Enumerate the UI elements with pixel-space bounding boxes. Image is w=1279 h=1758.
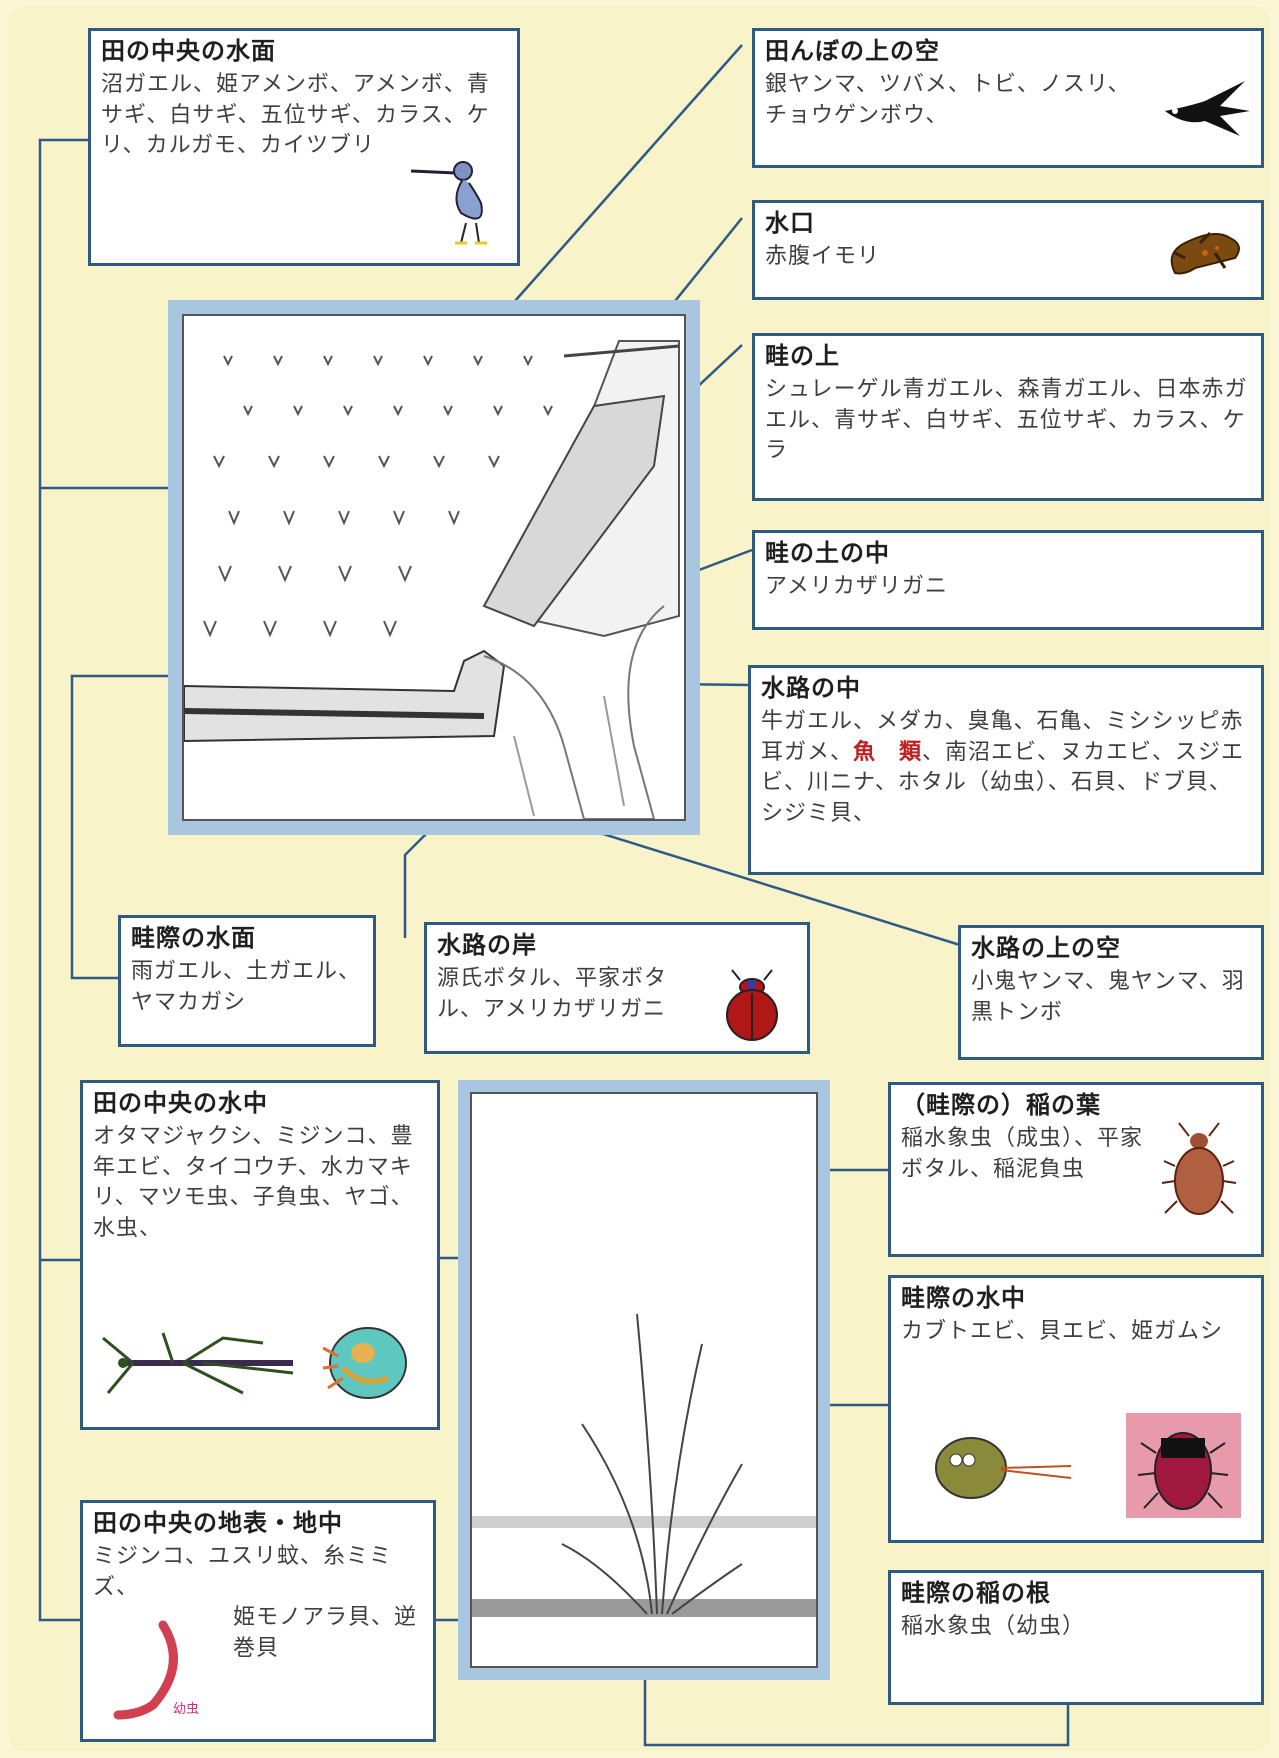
habitat-box-ridge-top: 畦の上 シュレーゲル青ガエル、森青ガエル、日本赤ガエル、青サギ、白サギ、五位サギ… — [752, 333, 1264, 501]
habitat-species: シュレーゲル青ガエル、森青ガエル、日本赤ガエル、青サギ、白サギ、五位サギ、カラス… — [765, 376, 1248, 464]
habitat-box-inlet: 水口 赤腹イモリ — [752, 200, 1264, 300]
habitat-species: オタマジャクシ、ミジンコ、豊年エビ、タイコウチ、水カマキリ、マツモ虫、子負虫、ヤ… — [93, 1123, 414, 1242]
habitat-box-center-water: 田の中央の水中 オタマジャクシ、ミジンコ、豊年エビ、タイコウチ、水カマキリ、マツ… — [80, 1080, 440, 1430]
habitat-title: 畦際の水中 — [901, 1284, 1026, 1312]
habitat-title: 水路の中 — [761, 674, 861, 702]
habitat-title: 田んぼの上の空 — [765, 37, 940, 65]
paddy-field-illustration — [168, 300, 700, 835]
larva-label: 幼虫 — [173, 1702, 200, 1717]
habitat-species: 源氏ボタル、平家ボタル、アメリカザリガニ — [437, 965, 668, 1022]
habitat-species: 小鬼ヤンマ、鬼ヤンマ、羽黒トンボ — [971, 968, 1245, 1025]
habitat-title: 畦際の稲の根 — [901, 1579, 1051, 1607]
habitat-species: 稲水象虫（成虫）、平家ボタル、稲泥負虫 — [901, 1125, 1144, 1182]
habitat-title: （畦際の）稲の葉 — [901, 1091, 1101, 1119]
habitat-title: 畦の上 — [765, 342, 840, 370]
paddy-cross-section-illustration — [458, 1080, 830, 1680]
habitat-title: 畦の土の中 — [765, 539, 890, 567]
worm-icon — [113, 1620, 178, 1720]
habitat-box-rice-root: 畦際の稲の根 稲水象虫（幼虫） — [888, 1570, 1264, 1705]
ladybug-icon — [726, 969, 778, 1041]
species-text: 牛ガエル、メダカ、臭亀、石亀、ミシシッピ赤耳ガメ、 — [761, 708, 1244, 765]
water-stick-insect-icon — [102, 1332, 294, 1395]
newt-icon — [1170, 231, 1240, 275]
habitat-title: 水路の上の空 — [971, 934, 1121, 962]
habitat-species: アメリカザリガニ — [765, 573, 948, 599]
species-text: 、南沼エビ、ヌカエビ、スジエビ、川ニナ、ホタル（幼虫）、石貝、ドブ貝、シジミ貝、 — [761, 739, 1245, 827]
habitat-title: 水口 — [765, 209, 815, 237]
habitat-species: 銀ヤンマ、ツバメ、トビ、ノスリ、チョウゲンボウ、 — [765, 71, 1131, 128]
habitat-title: 田の中央の水面 — [101, 37, 276, 65]
habitat-box-sky-channel: 水路の上の空 小鬼ヤンマ、鬼ヤンマ、羽黒トンボ — [958, 925, 1264, 1060]
habitat-box-center-surface: 田の中央の水面 沼ガエル、姫アメンボ、アメンボ、青サギ、白サギ、五位サギ、カラス… — [88, 28, 520, 266]
water-bug-icon — [322, 1327, 407, 1399]
species-line: ミジンコ、ユスリ蚊、糸ミミズ、 — [93, 1543, 393, 1600]
fish-emphasis: 魚 類 — [853, 739, 923, 765]
habitat-box-rice-leaf: （畦際の）稲の葉 稲水象虫（成虫）、平家ボタル、稲泥負虫 — [888, 1082, 1264, 1257]
habitat-species: 牛ガエル、メダカ、臭亀、石亀、ミシシッピ赤耳ガメ、魚 類、南沼エビ、ヌカエビ、ス… — [761, 707, 1251, 830]
habitat-title: 水路の岸 — [437, 931, 537, 959]
habitat-box-sky-paddy: 田んぼの上の空 銀ヤンマ、ツバメ、トビ、ノスリ、チョウゲンボウ、 — [752, 28, 1264, 168]
habitat-species: 沼ガエル、姫アメンボ、アメンボ、青サギ、白サギ、五位サギ、カラス、ケリ、カルガモ… — [101, 71, 490, 159]
habitat-species: カブトエビ、貝エビ、姫ガムシ — [901, 1318, 1224, 1344]
habitat-box-edge-water: 畦際の水中 カブトエビ、貝エビ、姫ガムシ — [888, 1275, 1264, 1543]
rice-weevil-icon — [1161, 1122, 1237, 1215]
habitat-species: ミジンコ、ユスリ蚊、糸ミミズ、 姫モノアラ貝、逆 巻貝 — [93, 1542, 423, 1665]
diving-beetle-icon — [1126, 1413, 1241, 1518]
habitat-box-ridge-soil: 畦の土の中 アメリカザリガニ — [752, 530, 1264, 630]
swallow-icon — [1165, 81, 1250, 136]
habitat-box-channel-bank: 水路の岸 源氏ボタル、平家ボタル、アメリカザリガニ — [424, 922, 810, 1054]
habitat-species: 雨ガエル、土ガエル、ヤマカガシ — [131, 958, 362, 1015]
species-line: 姫モノアラ貝、逆 — [233, 1605, 418, 1631]
habitat-species: 稲水象虫（幼虫） — [901, 1613, 1086, 1639]
habitat-box-channel: 水路の中 牛ガエル、メダカ、臭亀、石亀、ミシシッピ赤耳ガメ、魚 類、南沼エビ、ヌ… — [748, 665, 1264, 875]
tadpole-shrimp-icon — [935, 1437, 1072, 1499]
habitat-species: 赤腹イモリ — [765, 243, 881, 269]
habitat-title: 田の中央の水中 — [93, 1089, 268, 1117]
habitat-box-edge-surface: 畦際の水面 雨ガエル、土ガエル、ヤマカガシ — [118, 915, 376, 1047]
heron-icon — [410, 161, 487, 245]
habitat-title: 畦際の水面 — [131, 924, 256, 952]
species-line: 巻貝 — [233, 1636, 280, 1662]
habitat-box-center-ground: 田の中央の地表・地中 ミジンコ、ユスリ蚊、糸ミミズ、 姫モノアラ貝、逆 巻貝 幼… — [80, 1500, 436, 1742]
habitat-title: 田の中央の地表・地中 — [93, 1509, 343, 1537]
